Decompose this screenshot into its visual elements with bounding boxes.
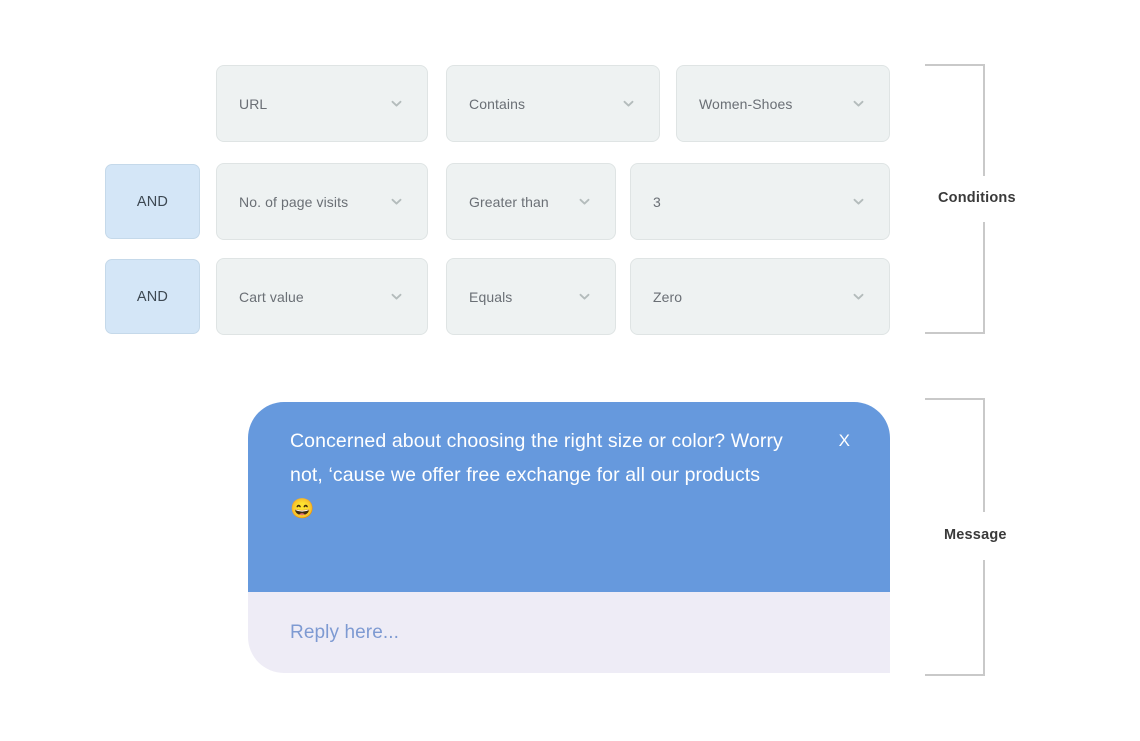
chevron-down-icon: [390, 290, 403, 303]
chevron-down-icon: [390, 195, 403, 208]
chevron-down-icon: [852, 290, 865, 303]
reply-placeholder: Reply here...: [290, 621, 400, 643]
message-bubble: Concerned about choosing the right size …: [248, 402, 890, 592]
condition-operator-value: Contains: [469, 95, 526, 112]
condition-row: AND Cart value Equals Zero: [105, 258, 890, 335]
condition-operator-value: Greater than: [469, 193, 549, 210]
condition-field-select[interactable]: URL: [216, 65, 428, 142]
close-icon[interactable]: X: [838, 431, 850, 450]
condition-operator-value: Equals: [469, 288, 513, 305]
condition-value-value: 3: [653, 193, 661, 210]
message-body-text: Concerned about choosing the right size …: [290, 430, 783, 520]
chevron-down-icon: [578, 195, 591, 208]
condition-field-value: URL: [239, 95, 268, 112]
condition-connector-and[interactable]: AND: [105, 259, 200, 334]
conditions-bracket: [925, 64, 985, 334]
condition-field-value: No. of page visits: [239, 193, 349, 210]
condition-value-value: Women-Shoes: [699, 95, 793, 112]
condition-field-value: Cart value: [239, 288, 304, 305]
chevron-down-icon: [852, 195, 865, 208]
condition-field-select[interactable]: Cart value: [216, 258, 428, 335]
condition-value-select[interactable]: 3: [630, 163, 890, 240]
chevron-down-icon: [852, 97, 865, 110]
message-reply-input[interactable]: Reply here...: [248, 592, 890, 673]
chevron-down-icon: [578, 290, 591, 303]
message-group-label: Message: [944, 527, 1007, 543]
conditions-group-label: Conditions: [938, 190, 1016, 206]
condition-connector-and[interactable]: AND: [105, 164, 200, 239]
condition-operator-select[interactable]: Contains: [446, 65, 660, 142]
condition-field-select[interactable]: No. of page visits: [216, 163, 428, 240]
chevron-down-icon: [390, 97, 403, 110]
condition-value-select[interactable]: Women-Shoes: [676, 65, 890, 142]
condition-operator-select[interactable]: Equals: [446, 258, 616, 335]
message-bracket: [925, 398, 985, 676]
condition-row: URL Contains Women-Shoes: [216, 65, 890, 142]
condition-value-value: Zero: [653, 288, 683, 305]
message-preview: Concerned about choosing the right size …: [248, 402, 890, 673]
condition-operator-select[interactable]: Greater than: [446, 163, 616, 240]
condition-value-select[interactable]: Zero: [630, 258, 890, 335]
condition-row: AND No. of page visits Greater than 3: [105, 163, 890, 240]
chevron-down-icon: [622, 97, 635, 110]
